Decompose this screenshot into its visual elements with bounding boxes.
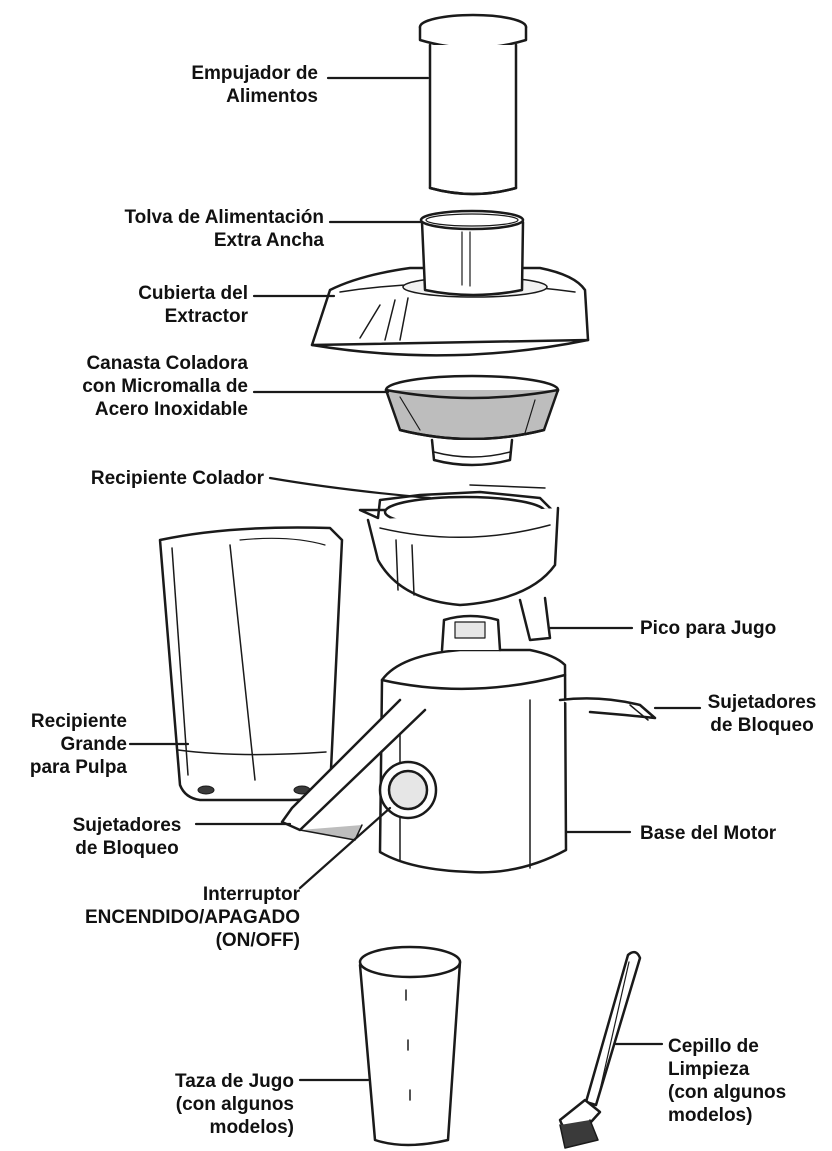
label-juice-cup: Taza de Jugo (con algunos modelos) bbox=[175, 1071, 294, 1138]
filter-bowl-drawing bbox=[358, 484, 560, 642]
label-locking-arms-left: Sujetadores de Bloqueo bbox=[72, 815, 182, 859]
pulp-container-drawing bbox=[158, 526, 344, 802]
label-power-switch: Interruptor ENCENDIDO/APAGADO (ON/OFF) bbox=[85, 884, 300, 951]
label-pulp-container: Recipiente Grande para Pulpa bbox=[29, 711, 127, 778]
motor-base-drawing bbox=[280, 614, 657, 874]
juice-cup-drawing bbox=[358, 945, 462, 1147]
label-filter-bowl: Recipiente Colador bbox=[90, 468, 264, 489]
filter-basket-drawing bbox=[384, 374, 560, 467]
food-pusher-drawing bbox=[418, 13, 528, 196]
label-feed-chute: Tolva de Alimentación Extra Ancha bbox=[124, 207, 324, 251]
label-juicer-cover: Cubierta del Extractor bbox=[138, 283, 248, 327]
label-filter-basket: Canasta Coladora con Micromalla de Acero… bbox=[82, 353, 248, 420]
cleaning-brush-drawing bbox=[558, 950, 642, 1149]
label-locking-arms-right: Sujetadores de Bloqueo bbox=[707, 692, 817, 736]
juicer-cover-drawing bbox=[310, 209, 590, 357]
leader-lines bbox=[128, 76, 702, 1082]
label-cleaning-brush: Cepillo de Limpieza (con algunos modelos… bbox=[668, 1036, 787, 1126]
label-motor-base: Base del Motor bbox=[640, 823, 777, 844]
label-food-pusher: Empujador de Alimentos bbox=[191, 63, 318, 107]
label-juice-spout: Pico para Jugo bbox=[640, 618, 777, 639]
